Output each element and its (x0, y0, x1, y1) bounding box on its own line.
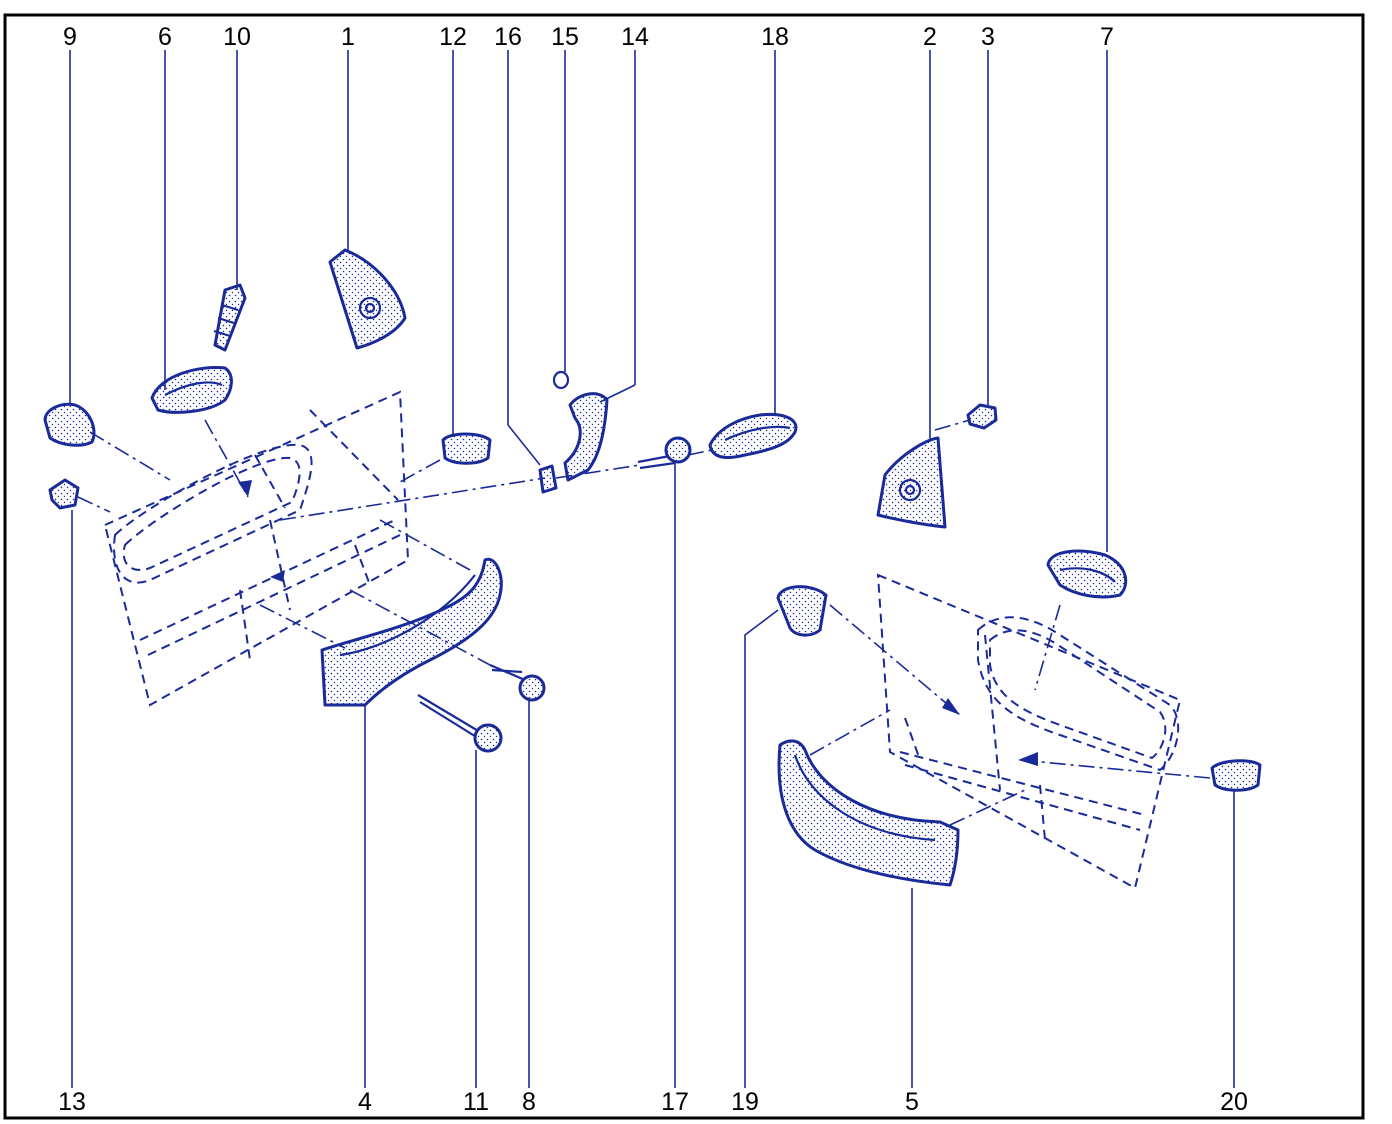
diagram-frame (3, 13, 1365, 1120)
callout-3: 3 (981, 23, 995, 51)
callout-11: 11 (463, 1088, 489, 1116)
cap-small (441, 432, 492, 465)
callout-16: 16 (494, 23, 522, 51)
callout-19: 19 (731, 1088, 759, 1116)
callout-17: 17 (661, 1088, 689, 1116)
speaker-grille-left (328, 248, 407, 350)
callout-12: 12 (439, 23, 467, 51)
armrest-handle-left (320, 557, 503, 707)
callout-1: 1 (341, 23, 355, 51)
cap-right (776, 585, 828, 637)
retainer-clip (48, 478, 80, 510)
assembly-lines (77, 419, 1211, 826)
circlip-ring (552, 370, 570, 390)
cover-cap-left (150, 365, 233, 414)
cap-far-right (1210, 759, 1262, 792)
armrest-handle-right (777, 739, 960, 887)
small-nut (966, 403, 998, 430)
callout-labels: 9 6 10 1 12 16 15 14 18 2 3 7 13 4 11 8 … (58, 23, 1248, 1116)
speaker-grille-right (876, 436, 947, 529)
arrow-heads (238, 480, 1038, 766)
callout-15: 15 (551, 23, 579, 51)
callout-5: 5 (905, 1088, 919, 1116)
inner-door-handle (708, 412, 798, 459)
callout-8: 8 (522, 1088, 536, 1116)
left-door-trim-panel (103, 390, 410, 707)
cover-cap-right (1046, 549, 1128, 599)
callout-20: 20 (1220, 1088, 1248, 1116)
callout-6: 6 (158, 23, 172, 51)
clip-left (43, 402, 96, 447)
callout-7: 7 (1100, 23, 1114, 51)
callout-9: 9 (63, 23, 77, 51)
bushing (538, 464, 558, 494)
callout-2: 2 (923, 23, 937, 51)
callout-14: 14 (621, 23, 649, 51)
screw-washer (637, 436, 692, 470)
callout-13: 13 (58, 1088, 86, 1116)
screw-short (489, 663, 546, 702)
callout-4: 4 (358, 1088, 372, 1116)
callout-10: 10 (223, 23, 251, 51)
right-door-trim-panel (876, 573, 1182, 890)
handle-bracket (563, 392, 609, 482)
leader-lines (69, 50, 1235, 1088)
screw-long (417, 694, 503, 753)
callout-18: 18 (761, 23, 789, 51)
plug-anchor (213, 283, 247, 352)
